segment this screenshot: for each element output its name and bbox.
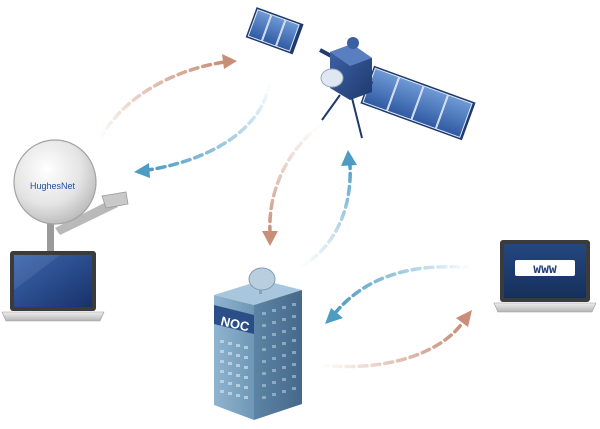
user-laptop [1,251,105,322]
satellite-dish-icon: HughesNet [13,139,129,256]
internet-laptop: www [493,240,597,313]
arrow-noc-to-internet [318,310,472,369]
arrow-dish-to-satellite [98,54,237,142]
building-icon: NOC [214,267,302,420]
rooftop-dish-icon [248,267,276,294]
laptop-icon [1,251,105,322]
arrow-noc-to-satellite [298,150,357,270]
laptop-icon: www [493,240,597,313]
satellite-icon [245,7,476,141]
noc-label: NOC [219,313,251,334]
arrow-internet-to-noc [325,265,474,324]
www-label: www [533,262,557,277]
dish-brand-label: HughesNet [30,181,76,191]
noc-building: NOC [214,267,302,420]
arrow-satellite-to-dish [134,80,272,178]
arrow-satellite-to-noc [262,123,322,246]
